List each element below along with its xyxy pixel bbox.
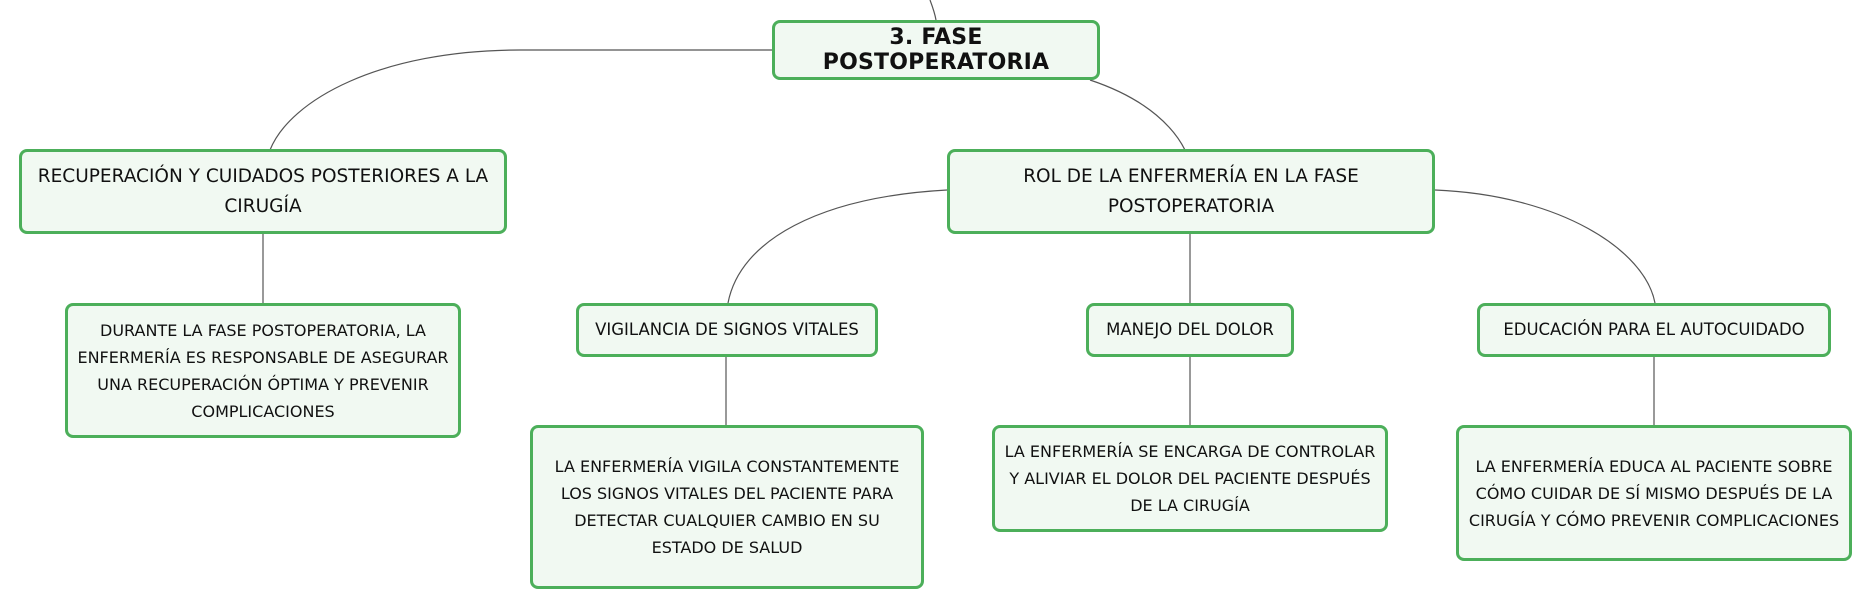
recovery-detail-label: DURANTE LA FASE POSTOPERATORIA, LA ENFER…: [77, 320, 449, 421]
vitals-detail-node[interactable]: LA ENFERMERÍA VIGILA CONSTANTEMENTE LOS …: [530, 425, 924, 589]
main-topic-label: 3. FASE POSTOPERATORIA: [822, 25, 1050, 75]
connector-nursing-role-to-vitals: [727, 189, 948, 304]
pain-label: MANEJO DEL DOLOR: [1106, 320, 1274, 339]
vitals-node[interactable]: VIGILANCIA DE SIGNOS VITALES: [576, 303, 878, 357]
nursing-role-label: ROL DE LA ENFERMERÍA EN LA FASE POSTOPER…: [1023, 165, 1359, 217]
pain-detail-label: LA ENFERMERÍA SE ENCARGA DE CONTROLAR Y …: [1004, 442, 1376, 515]
recovery-node[interactable]: RECUPERACIÓN Y CUIDADOS POSTERIORES A LA…: [19, 149, 507, 234]
main-topic-node[interactable]: 3. FASE POSTOPERATORIA: [772, 20, 1100, 80]
vitals-detail-label: LA ENFERMERÍA VIGILA CONSTANTEMENTE LOS …: [554, 457, 900, 557]
pain-node[interactable]: MANEJO DEL DOLOR: [1086, 303, 1294, 357]
education-node[interactable]: EDUCACIÓN PARA EL AUTOCUIDADO: [1477, 303, 1831, 357]
connector-main-to-recovery: [269, 49, 772, 151]
education-label: EDUCACIÓN PARA EL AUTOCUIDADO: [1503, 320, 1805, 339]
education-detail-node[interactable]: LA ENFERMERÍA EDUCA AL PACIENTE SOBRE CÓ…: [1456, 425, 1852, 561]
recovery-label: RECUPERACIÓN Y CUIDADOS POSTERIORES A LA…: [37, 165, 489, 217]
connector-main-to-nursing-role: [1089, 79, 1186, 151]
connector-nursing-role-to-education: [1434, 189, 1656, 304]
connector-main-parent: [929, 0, 937, 21]
pain-detail-node[interactable]: LA ENFERMERÍA SE ENCARGA DE CONTROLAR Y …: [992, 425, 1388, 532]
recovery-detail-node[interactable]: DURANTE LA FASE POSTOPERATORIA, LA ENFER…: [65, 303, 461, 438]
vitals-label: VIGILANCIA DE SIGNOS VITALES: [595, 320, 859, 339]
nursing-role-node[interactable]: ROL DE LA ENFERMERÍA EN LA FASE POSTOPER…: [947, 149, 1435, 234]
education-detail-label: LA ENFERMERÍA EDUCA AL PACIENTE SOBRE CÓ…: [1468, 456, 1840, 530]
